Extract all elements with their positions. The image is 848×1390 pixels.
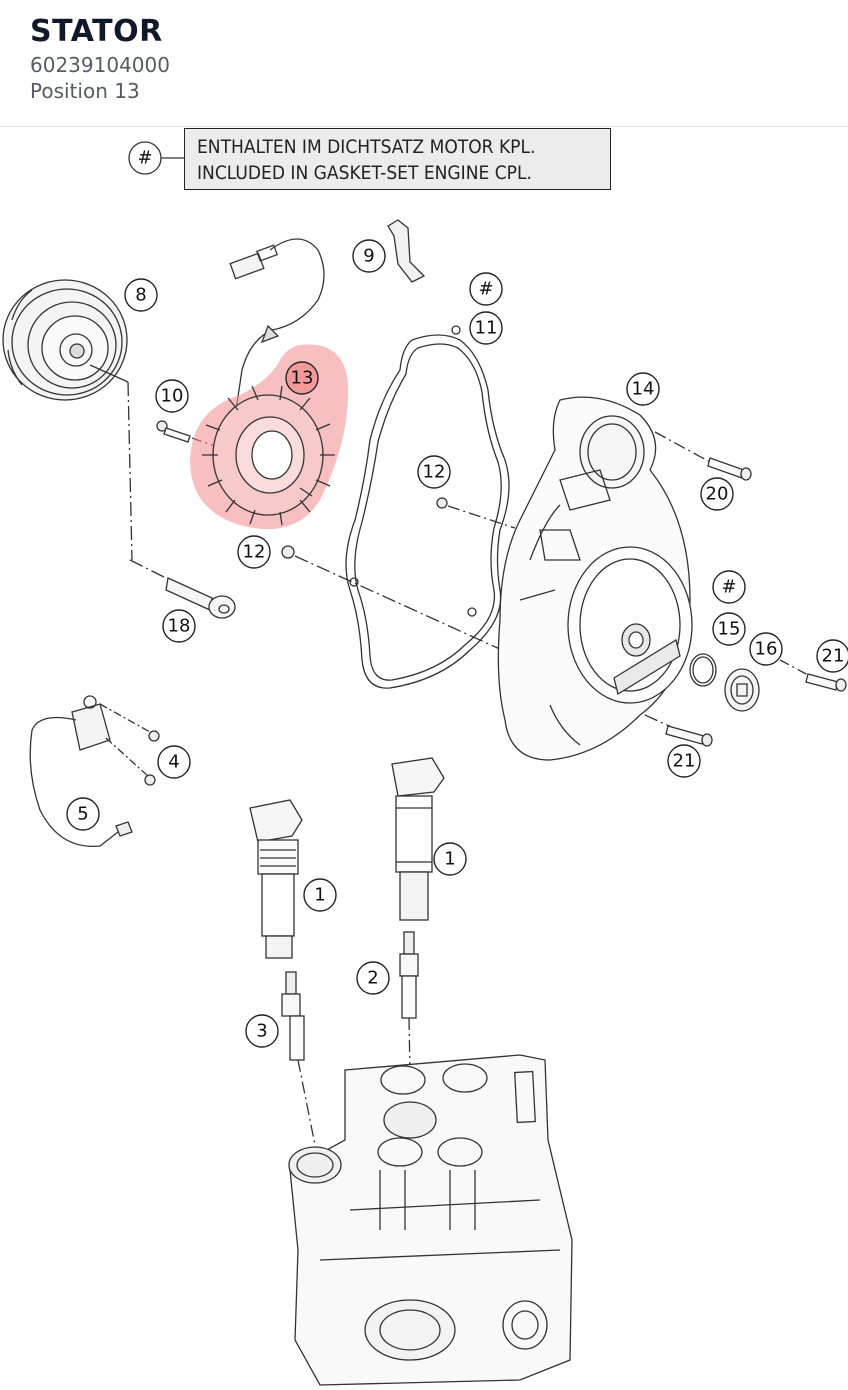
callout-bubble-12a (417, 455, 451, 489)
legend-box: ENTHALTEN IM DICHTSATZ MOTOR KPL. INCLUD… (184, 128, 611, 190)
callout-9[interactable]: 9 (363, 246, 374, 267)
callout-bubble-1b (433, 842, 467, 876)
callout-11-hash: # (478, 279, 493, 300)
bolt-21-right[interactable] (779, 659, 847, 692)
callout-3[interactable]: 3 (256, 1021, 267, 1042)
callout-bubble-10 (155, 379, 189, 413)
callout-bubble-11-hash (469, 272, 503, 306)
callout-bubble-11 (469, 311, 503, 345)
callout-1b[interactable]: 1 (444, 849, 455, 870)
callout-12a[interactable]: 12 (423, 462, 446, 483)
legend-symbol-label: # (137, 148, 152, 169)
callout-bubble-15-hash (712, 570, 746, 604)
legend-line-en: INCLUDED IN GASKET-SET ENGINE CPL. (197, 162, 532, 184)
ignition-coil-left[interactable] (249, 799, 303, 959)
ignition-coil-right[interactable] (391, 757, 445, 921)
o-ring-15[interactable] (689, 653, 717, 687)
bolt-18[interactable] (129, 559, 236, 619)
callout-bubble-12b (237, 535, 271, 569)
cylinder-head[interactable] (288, 1054, 573, 1386)
callout-15[interactable]: 15 (718, 619, 741, 640)
callout-bubble-5 (66, 797, 100, 831)
callout-21b[interactable]: 21 (673, 751, 696, 772)
dowel-12-upper[interactable] (436, 497, 516, 529)
gasket-11[interactable] (345, 325, 510, 689)
plug-16[interactable] (724, 668, 760, 712)
legend-line-de: ENTHALTEN IM DICHTSATZ MOTOR KPL. (197, 136, 536, 158)
legend-symbol (128, 141, 184, 175)
callout-bubble-2 (356, 961, 390, 995)
callout-bubble-21a (816, 639, 848, 673)
callout-16[interactable]: 16 (755, 639, 778, 660)
callout-5[interactable]: 5 (77, 804, 88, 825)
bolt-20[interactable] (654, 431, 752, 481)
callout-15-hash: # (721, 577, 736, 598)
callout-18[interactable]: 18 (168, 616, 191, 637)
callout-bubble-16 (749, 632, 783, 666)
callout-bubble-21b (667, 744, 701, 778)
stator-cable (229, 238, 325, 411)
callout-bubble-1a (303, 878, 337, 912)
callout-8[interactable]: 8 (135, 285, 146, 306)
callout-bubble-3 (245, 1014, 279, 1048)
callout-4[interactable]: 4 (168, 752, 179, 773)
flywheel-rotor[interactable] (2, 279, 133, 561)
callout-bubble-9 (352, 239, 386, 273)
part-number: 60239104000 (30, 53, 170, 77)
callout-20[interactable]: 20 (706, 484, 729, 505)
part-title: STATOR (30, 14, 163, 49)
callout-10[interactable]: 10 (161, 386, 184, 407)
callout-bubble-14 (626, 372, 660, 406)
stator-highlight[interactable] (190, 344, 349, 530)
callout-bubble-4 (157, 745, 191, 779)
callout-11[interactable]: 11 (475, 318, 498, 339)
callout-1a[interactable]: 1 (314, 885, 325, 906)
part-header: STATOR 60239104000 Position 13 (0, 0, 848, 127)
exploded-diagram: # 1 1 2 3 4 5 8 9 10 11 # 12 12 13 14 15… (2, 141, 848, 1386)
ignition-cover[interactable] (497, 396, 693, 761)
callout-bubble-13-highlighted (285, 361, 319, 395)
bracket-9[interactable] (387, 219, 426, 283)
callout-12b[interactable]: 12 (243, 542, 266, 563)
callout-2[interactable]: 2 (367, 968, 378, 989)
part-position: Position 13 (30, 79, 140, 103)
callout-21a[interactable]: 21 (822, 646, 845, 667)
bolt-21-lower[interactable] (665, 725, 713, 747)
callout-bubble-18 (162, 609, 196, 643)
callout-14[interactable]: 14 (632, 379, 655, 400)
callout-bubble-20 (700, 477, 734, 511)
pickup-sensor[interactable] (29, 695, 160, 847)
callout-bubble-8 (124, 278, 158, 312)
callout-13[interactable]: 13 (291, 368, 314, 389)
spark-plug-3[interactable] (281, 971, 319, 1161)
callout-bubble-15 (712, 612, 746, 646)
